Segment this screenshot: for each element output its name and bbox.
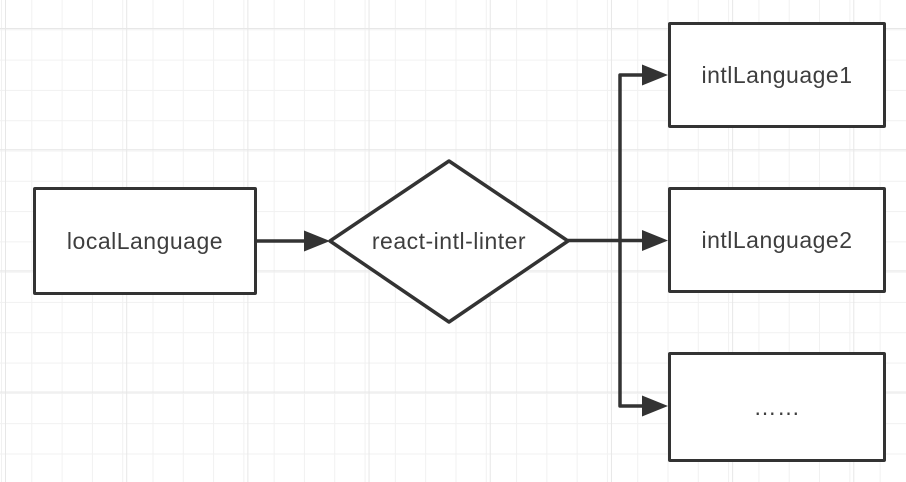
arrowhead-into-linter xyxy=(304,230,330,252)
edge-linter-to-intllanguage2 xyxy=(568,230,668,251)
node-ellipsis: …… xyxy=(668,352,886,462)
node-intl-language-1: intlLanguage1 xyxy=(668,22,886,128)
node-local-language-label: localLanguage xyxy=(66,227,224,254)
node-react-intl-linter-shape xyxy=(328,159,570,324)
edge-local-to-linter xyxy=(257,230,330,252)
arrowhead-into-intllanguage2 xyxy=(642,230,668,251)
node-intl-language-2-label: intlLanguage2 xyxy=(701,226,853,253)
node-intl-language-2: intlLanguage2 xyxy=(668,187,886,293)
arrowhead-into-dots xyxy=(642,395,668,417)
arrowhead-into-intllanguage1 xyxy=(642,64,668,86)
node-local-language: localLanguage xyxy=(33,187,257,295)
node-ellipsis-label: …… xyxy=(753,393,801,420)
node-intl-language-1-label: intlLanguage1 xyxy=(701,61,853,88)
edge-linter-to-intllanguage1 xyxy=(618,64,668,241)
edge-linter-to-dots xyxy=(618,240,668,417)
